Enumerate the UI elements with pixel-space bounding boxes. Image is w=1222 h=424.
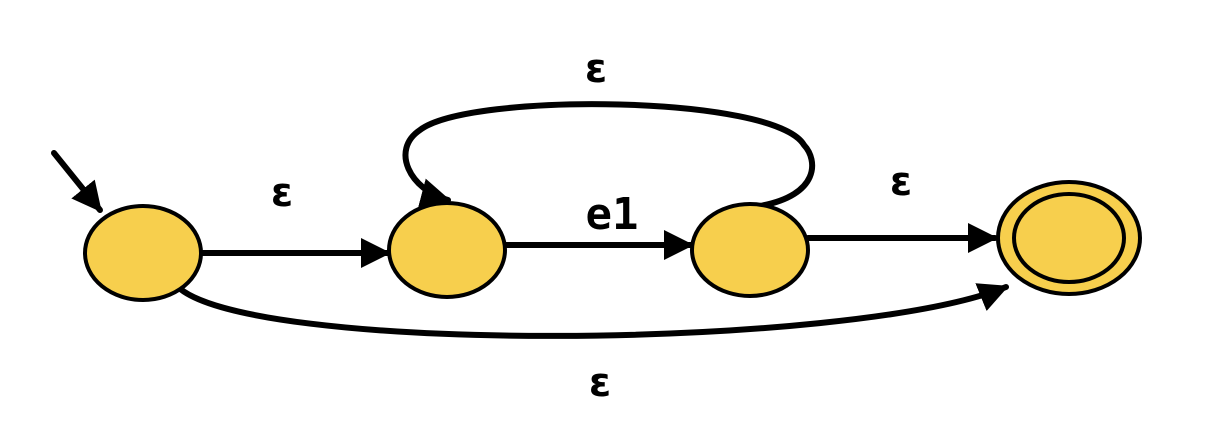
label-loop: ε xyxy=(585,46,607,92)
start-arrow xyxy=(51,150,103,213)
label-s1-s2: e1 xyxy=(586,189,639,240)
transition-s2-s1-loop xyxy=(402,101,816,209)
state-s1 xyxy=(387,201,507,299)
state-s3-inner xyxy=(1012,192,1126,284)
state-s2 xyxy=(690,202,810,298)
label-s2-s3: ε xyxy=(890,159,912,205)
transition-s0-s3-bypass xyxy=(173,282,1009,339)
label-bypass: ε xyxy=(589,360,611,406)
label-s0-s1: ε xyxy=(271,170,293,216)
state-s0 xyxy=(83,204,203,302)
